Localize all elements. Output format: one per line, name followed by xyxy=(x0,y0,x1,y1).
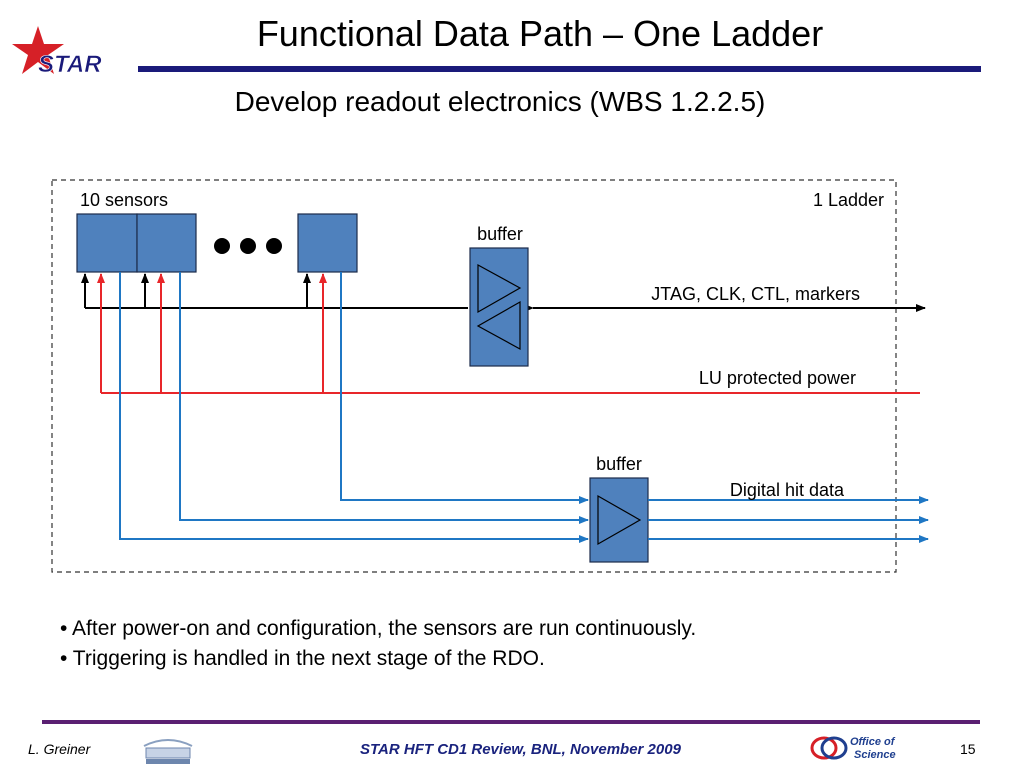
buffer-top-label: buffer xyxy=(477,224,523,244)
page-title: Functional Data Path – One Ladder xyxy=(256,13,824,54)
sensor-box xyxy=(297,213,358,273)
sensors-label: 10 sensors xyxy=(80,190,168,210)
ellipsis-dot xyxy=(214,238,230,254)
bullet-list: • After power-on and configuration, the … xyxy=(60,614,696,674)
buffer-bottom-label: buffer xyxy=(596,454,642,474)
buffer-top-tri-right xyxy=(477,263,522,314)
red-star-icon xyxy=(12,26,64,74)
digital-label: Digital hit data xyxy=(730,480,845,500)
ladder-label: 1 Ladder xyxy=(813,190,884,210)
ellipsis-dot xyxy=(266,238,282,254)
footer-rule xyxy=(42,720,980,724)
data-line xyxy=(340,272,589,504)
buffer-bottom-tri xyxy=(597,494,642,546)
sensor-box xyxy=(136,213,197,273)
svg-text:Science: Science xyxy=(854,749,896,761)
sensor-box xyxy=(76,213,138,273)
footer-center-text: STAR HFT CD1 Review, BNL, November 2009 xyxy=(360,741,681,758)
jtag-label: JTAG, CLK, CTL, markers xyxy=(651,284,860,304)
svg-text:Office of: Office of xyxy=(850,736,896,748)
doe-office-of-science-logo: Office of Science xyxy=(810,736,896,761)
page-number: 15 xyxy=(960,741,976,757)
ladder-boundary xyxy=(51,179,897,573)
data-line xyxy=(119,272,589,543)
bullet-item: • Triggering is handled in the next stag… xyxy=(60,647,545,670)
title-rule xyxy=(138,66,981,72)
footer-author: L. Greiner xyxy=(28,741,91,757)
bullet-item: • After power-on and configuration, the … xyxy=(60,617,697,640)
page-subtitle: Develop readout electronics (WBS 1.2.2.5… xyxy=(234,86,766,117)
bnl-logo xyxy=(143,739,193,764)
star-logo: STAR xyxy=(12,26,103,78)
power-label: LU protected power xyxy=(699,368,856,388)
ellipsis-dot xyxy=(240,238,256,254)
data-line xyxy=(179,272,589,524)
buffer-top-tri-left xyxy=(476,300,521,351)
star-logo-text: STAR xyxy=(38,51,102,78)
